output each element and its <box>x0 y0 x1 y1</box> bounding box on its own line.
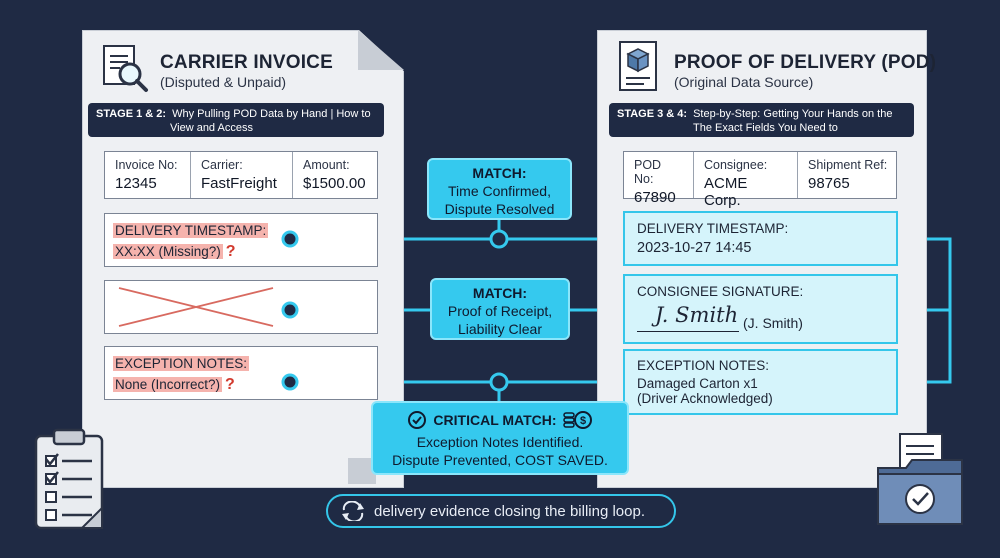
match-receipt-box: MATCH: Proof of Receipt, Liability Clear <box>430 278 570 340</box>
meta-label: Shipment Ref: <box>808 158 888 172</box>
signature-name: (J. Smith) <box>743 315 803 331</box>
stage-text: Why Pulling POD Data by Hand | How to <box>172 108 371 120</box>
missing-signature-cross-icon <box>118 287 274 327</box>
shipment-ref-cell: Shipment Ref: 98765 <box>798 152 896 198</box>
match-line: Time Confirmed, <box>448 183 551 199</box>
pod-exception-field: EXCEPTION NOTES: Damaged Carton x1 (Driv… <box>623 349 898 415</box>
meta-label: Invoice No: <box>115 158 178 172</box>
amount-cell: Amount: $1500.00 <box>293 152 377 198</box>
stage-label: STAGE 1 & 2: <box>96 108 167 120</box>
svg-text:$: $ <box>580 415 586 427</box>
box-document-icon <box>619 41 657 91</box>
exception-value: None (Incorrect?) <box>113 377 223 392</box>
timestamp-label: DELIVERY TIMESTAMP: <box>113 223 269 238</box>
invoice-number-cell: Invoice No: 12345 <box>105 152 191 198</box>
meta-label: POD No: <box>634 158 662 186</box>
clipboard-checklist-icon <box>34 428 104 530</box>
pod-signature-label: CONSIGNEE SIGNATURE: <box>637 284 804 299</box>
match-line: Liability Clear <box>457 321 543 337</box>
question-mark-icon: ? <box>225 376 235 393</box>
pod-number-cell: POD No: 67890 <box>624 152 694 206</box>
pod-exception-label: EXCEPTION NOTES: <box>637 358 770 373</box>
pod-signature-field: CONSIGNEE SIGNATURE: J. Smith (J. Smith) <box>623 274 898 344</box>
money-coins-icon: $ <box>562 411 592 429</box>
pod-timestamp-label: DELIVERY TIMESTAMP: <box>637 221 789 236</box>
meta-value: FastFreight <box>201 175 277 192</box>
invoice-timestamp-field: DELIVERY TIMESTAMP: XX:XX (Missing?)? <box>104 213 378 267</box>
match-title: MATCH: <box>472 165 527 181</box>
stage-text: Step-by-Step: Getting Your Hands on the <box>693 108 893 120</box>
consignee-cell: Consignee: ACME Corp. <box>694 152 798 209</box>
pod-timestamp-field: DELIVERY TIMESTAMP: 2023-10-27 14:45 <box>623 211 898 266</box>
meta-value: ACME Corp. <box>704 175 748 209</box>
match-line: Proof of Receipt, <box>447 303 553 319</box>
invoice-subtitle: (Disputed & Unpaid) <box>160 74 287 90</box>
invoice-signature-field <box>104 280 378 334</box>
pod-title: PROOF OF DELIVERY (POD) <box>674 52 937 73</box>
meta-value: 98765 <box>808 175 850 192</box>
meta-label: Carrier: <box>201 158 243 172</box>
match-line: Dispute Resolved <box>444 201 555 217</box>
pod-stage-banner: STAGE 3 & 4: Step-by-Step: Getting Your H… <box>609 103 914 137</box>
invoice-title: CARRIER INVOICE <box>160 52 333 73</box>
pod-exception-value: Damaged Carton x1 <box>637 376 758 391</box>
match-title: MATCH: <box>472 285 528 301</box>
critical-match-box: CRITICAL MATCH: $ Exception Notes Identi… <box>371 401 629 475</box>
caption-pill: delivery evidence closing the billing lo… <box>326 494 676 528</box>
timestamp-value: XX:XX (Missing?) <box>113 244 223 259</box>
carrier-cell: Carrier: FastFreight <box>191 152 293 198</box>
invoice-connection-dots <box>281 230 299 391</box>
meta-label: Consignee: <box>704 158 768 172</box>
pod-subtitle: (Original Data Source) <box>674 74 814 90</box>
pod-meta-box: POD No: 67890 Consignee: ACME Corp. Ship… <box>623 151 897 209</box>
question-mark-icon: ? <box>225 243 236 260</box>
critical-match-title: CRITICAL MATCH: <box>433 412 557 428</box>
caption-text: delivery evidence closing the billing lo… <box>374 502 645 520</box>
pod-timestamp-value: 2023-10-27 14:45 <box>637 240 752 256</box>
stage-text-2: View and Access <box>170 122 253 134</box>
invoice-stage-banner: STAGE 1 & 2: Why Pulling POD Data by Hand… <box>88 103 384 137</box>
invoice-meta-box: Invoice No: 12345 Carrier: FastFreight A… <box>104 151 378 199</box>
refresh-arrows-icon <box>342 501 364 521</box>
meta-value: $1500.00 <box>303 175 366 192</box>
signature-script: J. Smith <box>655 303 739 327</box>
folder-check-icon <box>877 433 963 525</box>
invoice-exception-field: EXCEPTION NOTES: None (Incorrect?)? <box>104 346 378 400</box>
critical-match-line: Exception Notes Identified. <box>416 434 584 450</box>
meta-value: 67890 <box>634 189 676 206</box>
critical-match-line: Dispute Prevented, COST SAVED. <box>392 452 608 468</box>
document-search-icon <box>103 45 148 92</box>
meta-label: Amount: <box>303 158 350 172</box>
page-fold <box>358 30 404 70</box>
stage-text-2: The Exact Fields You Need to <box>693 122 838 134</box>
meta-value: 12345 <box>115 175 157 192</box>
match-time-box: MATCH: Time Confirmed, Dispute Resolved <box>427 158 572 220</box>
exception-label: EXCEPTION NOTES: <box>113 356 250 371</box>
signature-line <box>637 331 739 332</box>
stage-label: STAGE 3 & 4: <box>617 108 688 120</box>
check-circle-icon <box>408 411 427 429</box>
pod-exception-value-2: (Driver Acknowledged) <box>637 391 773 406</box>
